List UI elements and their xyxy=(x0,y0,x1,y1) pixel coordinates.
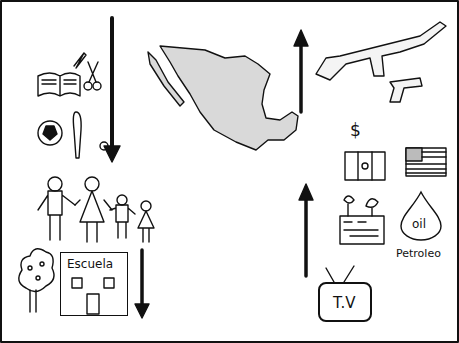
family-figures xyxy=(38,177,154,242)
down-arrow xyxy=(104,18,120,162)
dollar-sign: $ xyxy=(350,122,361,139)
node-text: Escuela xyxy=(67,258,113,270)
oil-drop: oilPetroleo xyxy=(398,190,444,242)
up-arrow xyxy=(299,184,313,276)
mexico-map xyxy=(148,46,298,150)
weapons xyxy=(316,22,446,102)
antenna-houses xyxy=(340,196,384,244)
node-caption: Petroleo xyxy=(396,248,441,259)
tv-set: T.V xyxy=(318,282,372,322)
sports-items xyxy=(38,112,108,158)
node-text: oil xyxy=(412,218,426,230)
drop-outline-path xyxy=(401,192,441,240)
flags xyxy=(345,148,446,180)
drop-outline xyxy=(398,190,444,242)
school-supplies xyxy=(38,53,101,96)
school-building: Escuela xyxy=(60,252,128,316)
tv-antenna xyxy=(326,266,354,282)
down-arrow xyxy=(135,250,149,318)
node-text: T.V xyxy=(333,296,355,311)
tree-and-school xyxy=(19,249,114,314)
up-arrow xyxy=(294,30,308,112)
